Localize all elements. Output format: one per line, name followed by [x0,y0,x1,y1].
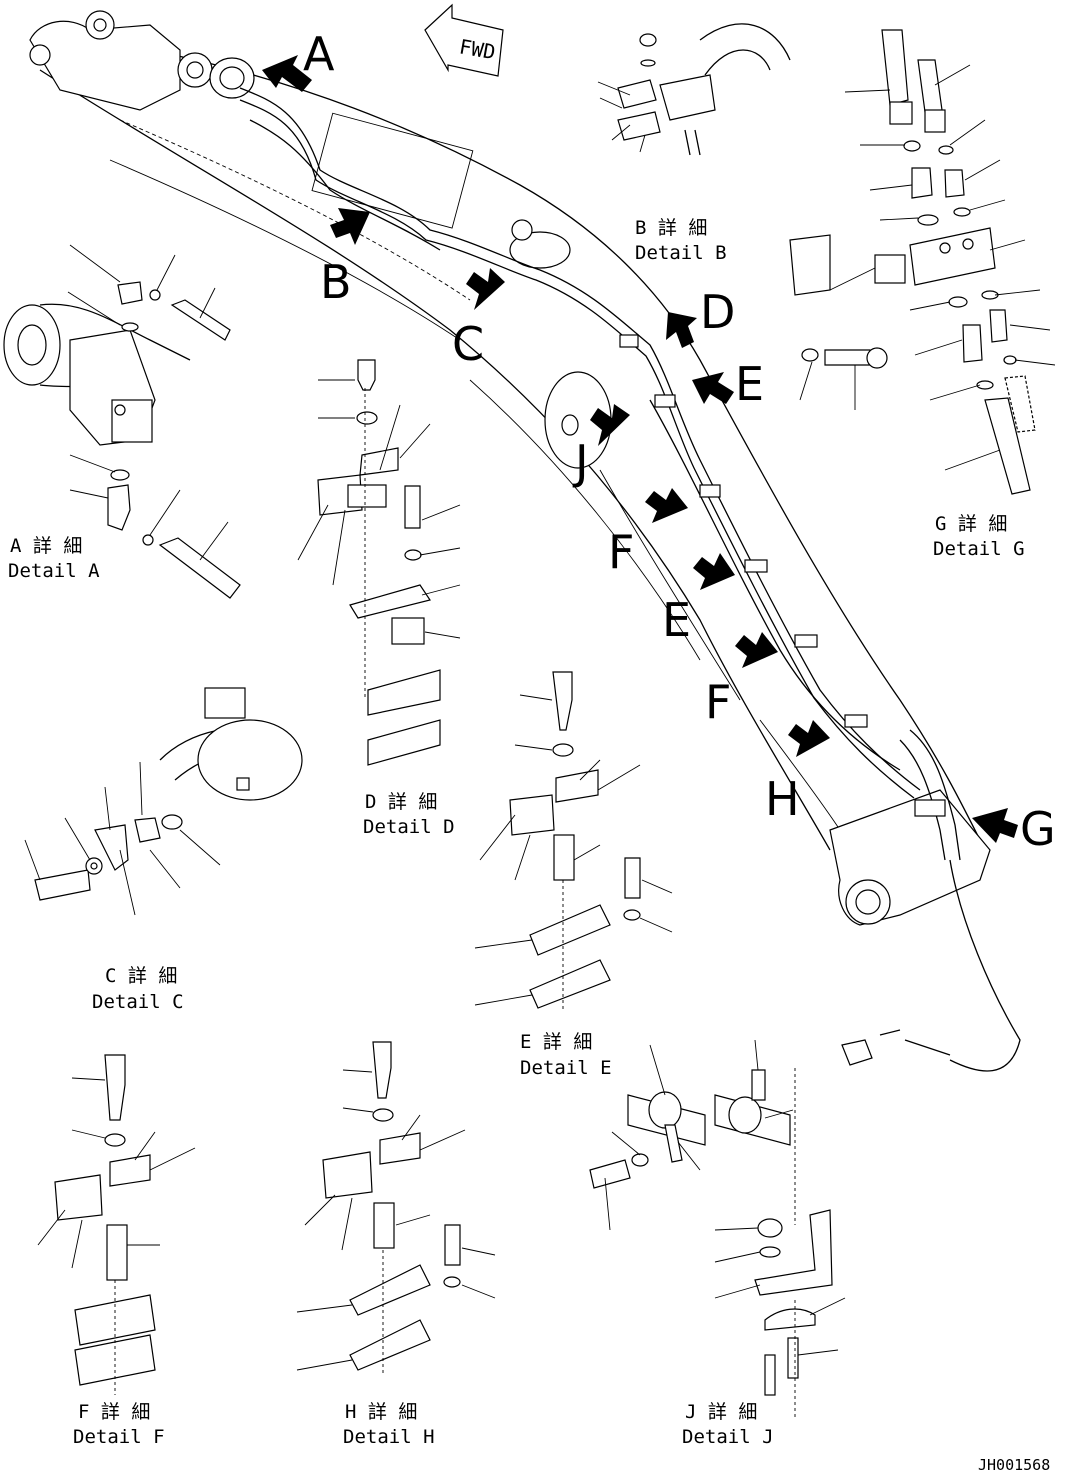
fwd-indicator: FWD [424,3,504,77]
detail-g-jp: G 詳 細 [935,513,1007,535]
detail-g-figure [789,29,1056,495]
arrow-f2 [735,632,778,668]
arrow-e1 [692,372,734,404]
callout-g: G [1020,802,1056,856]
arrow-e2 [693,553,735,590]
detail-b-figure [597,23,791,156]
detail-j-figure [589,1039,846,1420]
detail-h-figure [296,1041,496,1375]
arrow-f1 [645,488,688,523]
callout-f1: F [608,525,634,579]
callout-h: H [765,772,800,826]
detail-c-en: Detail C [92,991,184,1013]
arrow-h [788,720,830,757]
arrow-d [666,312,697,348]
callout-e1: E [735,357,764,411]
detail-f-jp: F 詳 細 [78,1401,150,1423]
detail-c-figure [24,687,303,916]
detail-g-en: Detail G [933,538,1025,560]
detail-j-en: Detail J [682,1426,774,1448]
detail-a-figure [3,244,241,599]
drawing-id: JH001568 [978,1456,1050,1474]
callout-arrows [262,55,1018,843]
detail-d-en: Detail D [363,816,455,838]
detail-a-en: Detail A [8,560,100,582]
detail-e-jp: E 詳 細 [520,1031,592,1053]
callout-j: J [572,435,589,489]
detail-a-jp: A 詳 細 [10,535,82,557]
callout-c: C [452,317,484,371]
callout-b: B [320,255,352,309]
callout-e2: E [662,593,691,647]
detail-b-en: Detail B [635,242,727,264]
arrow-a [262,55,312,92]
callout-letters: A B C D E J F E F H G [303,27,1056,856]
callout-f2: F [705,675,731,729]
callout-a: A [303,27,335,81]
detail-e-en: Detail E [520,1057,612,1079]
arrow-g [972,808,1018,843]
detail-b-jp: B 詳 細 [635,217,707,239]
detail-h-jp: H 詳 細 [345,1401,417,1423]
arrow-j [590,404,630,446]
arrow-c [466,268,505,310]
detail-c-jp: C 詳 細 [105,965,177,987]
detail-j-jp: J 詳 細 [685,1401,757,1423]
detail-d-jp: D 詳 細 [365,791,437,813]
arrow-b [330,208,370,245]
boom-outline [29,10,991,926]
hose-lines [239,87,1021,1072]
callout-d: D [700,285,735,339]
detail-h-en: Detail H [343,1426,435,1448]
detail-d-figure [297,359,461,766]
detail-f-figure [37,1054,196,1395]
detail-e-figure [474,671,673,1010]
detail-f-en: Detail F [73,1426,165,1448]
